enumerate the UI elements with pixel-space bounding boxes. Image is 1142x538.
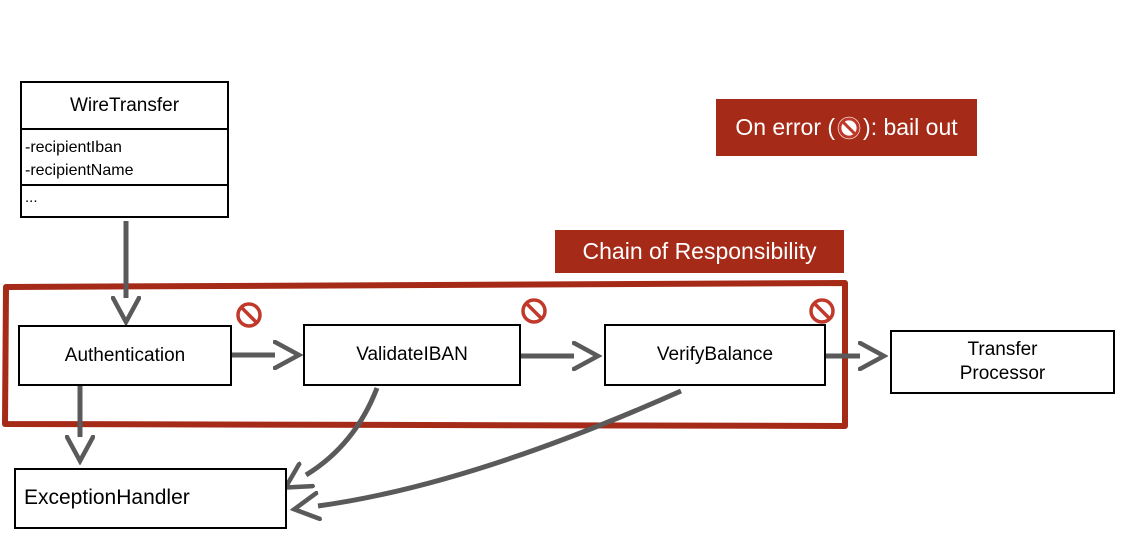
arrow-verifybalance-to-exceptionhandler bbox=[318, 388, 683, 506]
error-legend: On error ( ): bail out bbox=[716, 99, 977, 156]
wiretransfer-title: WireTransfer bbox=[22, 83, 227, 130]
wiretransfer-attributes: -recipientIban -recipientName bbox=[22, 130, 227, 186]
attribute-recipient-iban: -recipientIban bbox=[25, 139, 122, 156]
attribute-recipient-name: -recipientName bbox=[25, 162, 134, 179]
transfer-processor-box: Transfer Processor bbox=[890, 330, 1115, 394]
chain-frame bbox=[2, 280, 848, 429]
wiretransfer-more-members: ... bbox=[25, 189, 38, 206]
prohibited-icon bbox=[521, 298, 547, 324]
validate-iban-box: ValidateIBAN bbox=[303, 324, 521, 386]
prohibited-icon bbox=[236, 302, 262, 328]
verify-balance-box: VerifyBalance bbox=[604, 324, 826, 386]
exception-handler-box: ExceptionHandler bbox=[14, 468, 287, 529]
wiretransfer-class-box: WireTransfer -recipientIban -recipientNa… bbox=[20, 81, 229, 218]
chain-of-responsibility-label: Chain of Responsibility bbox=[555, 230, 844, 273]
legend-suffix: ): bail out bbox=[863, 114, 958, 140]
legend-prefix: On error ( bbox=[735, 114, 836, 140]
prohibited-icon bbox=[809, 298, 835, 324]
prohibited-icon bbox=[837, 116, 861, 139]
authentication-box: Authentication bbox=[18, 325, 232, 386]
arrow-validateiban-to-exceptionhandler bbox=[306, 387, 380, 475]
